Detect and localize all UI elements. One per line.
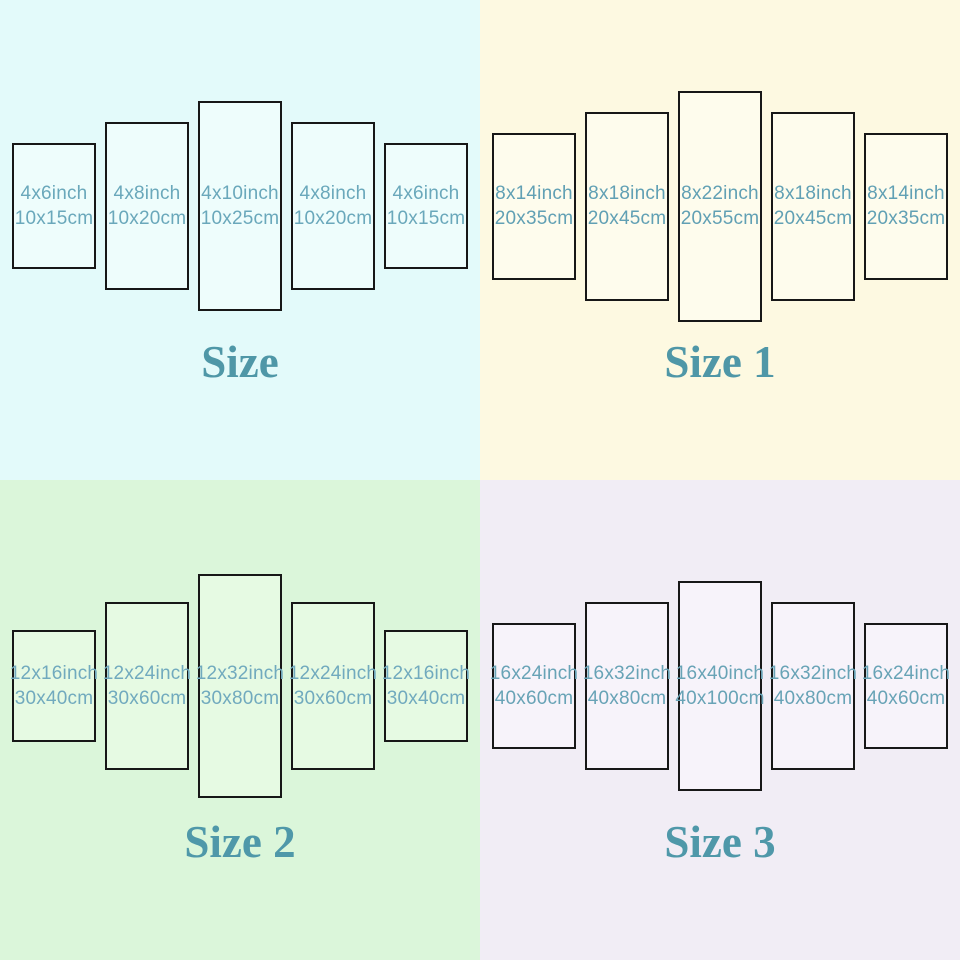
canvas-panel: 16x40inch 40x100cm [675, 581, 765, 791]
panel-inch-label: 4x8inch [113, 183, 181, 204]
canvas-panel: 8x14inch 20x35cm [864, 132, 948, 280]
panel-cm-label: 20x55cm [680, 208, 760, 229]
panel-cm-label: 30x60cm [293, 688, 373, 709]
panel-inch-label: 16x32inch [768, 663, 858, 684]
quadrant-title: Size 1 [664, 337, 776, 387]
size-chart-quadrant-2: 12x16inch 30x40cm 12x24inch 30x60cm 12x32inc… [0, 480, 480, 960]
panel-inch-label: 8x14inch [867, 183, 945, 204]
panel-inch-label: 16x24inch [489, 663, 579, 684]
panel-cm-label: 20x35cm [494, 208, 574, 229]
panel-inch-label: 4x6inch [20, 183, 88, 204]
panel-cm-label: 20x45cm [587, 208, 667, 229]
quadrant-title: Size 2 [184, 817, 296, 867]
panel-cm-label: 40x100cm [675, 688, 765, 709]
canvas-panel: 16x32inch 40x80cm [582, 602, 672, 770]
panel-inch-label: 4x6inch [392, 183, 460, 204]
panel-inch-label: 16x32inch [582, 663, 672, 684]
canvas-panel: 4x8inch 10x20cm [105, 122, 189, 290]
panel-inch-label: 12x24inch [288, 663, 378, 684]
panel-inch-label: 8x18inch [774, 183, 852, 204]
panel-cm-label: 30x60cm [107, 688, 187, 709]
panel-cm-label: 40x60cm [866, 688, 946, 709]
size-chart-quadrant-3: 16x24inch 40x60cm 16x32inch 40x80cm 16x40inc… [480, 480, 960, 960]
panel-cm-label: 10x20cm [107, 208, 187, 229]
size-chart-quadrant-base: 4x6inch 10x15cm 4x8inch 10x20cm 4x10inch 10x2… [0, 0, 480, 480]
canvas-panel: 12x24inch 30x60cm [102, 602, 192, 770]
panel-cm-label: 10x15cm [14, 208, 94, 229]
panel-inch-label: 4x10inch [201, 183, 279, 204]
panel-inch-label: 12x24inch [102, 663, 192, 684]
canvas-panel: 4x8inch 10x20cm [291, 122, 375, 290]
panel-inch-label: 8x22inch [681, 183, 759, 204]
canvas-panel: 16x32inch 40x80cm [768, 602, 858, 770]
canvas-panel: 12x32inch 30x80cm [195, 574, 285, 798]
panel-inch-label: 16x40inch [675, 663, 765, 684]
canvas-panel: 4x6inch 10x15cm [384, 143, 468, 269]
panels-row: 16x24inch 40x60cm 16x32inch 40x80cm 16x40inc… [480, 480, 960, 892]
canvas-panel: 16x24inch 40x60cm [489, 623, 579, 749]
panel-cm-label: 20x35cm [866, 208, 946, 229]
canvas-panel: 8x18inch 20x45cm [585, 111, 669, 301]
canvas-panel: 12x16inch 30x40cm [9, 630, 99, 742]
panels-row: 8x14inch 20x35cm 8x18inch 20x45cm 8x22inch 20… [480, 0, 960, 412]
panel-inch-label: 16x24inch [861, 663, 951, 684]
panels-row: 12x16inch 30x40cm 12x24inch 30x60cm 12x32inc… [0, 480, 480, 892]
panel-cm-label: 30x40cm [386, 688, 466, 709]
panel-cm-label: 30x80cm [200, 688, 280, 709]
panel-cm-label: 40x80cm [587, 688, 667, 709]
canvas-panel: 12x16inch 30x40cm [381, 630, 471, 742]
panel-inch-label: 12x16inch [9, 663, 99, 684]
panel-cm-label: 20x45cm [773, 208, 853, 229]
canvas-panel: 8x14inch 20x35cm [492, 132, 576, 280]
quadrant-title: Size 3 [664, 817, 776, 867]
canvas-panel: 8x18inch 20x45cm [771, 111, 855, 301]
panel-cm-label: 10x20cm [293, 208, 373, 229]
size-chart-quadrant-1: 8x14inch 20x35cm 8x18inch 20x45cm 8x22inch 20… [480, 0, 960, 480]
panel-inch-label: 4x8inch [299, 183, 367, 204]
panel-cm-label: 10x15cm [386, 208, 466, 229]
panel-cm-label: 40x80cm [773, 688, 853, 709]
panel-cm-label: 30x40cm [14, 688, 94, 709]
panels-row: 4x6inch 10x15cm 4x8inch 10x20cm 4x10inch 10x2… [0, 0, 480, 412]
panel-inch-label: 8x18inch [588, 183, 666, 204]
canvas-panel: 12x24inch 30x60cm [288, 602, 378, 770]
canvas-panel: 4x6inch 10x15cm [12, 143, 96, 269]
panel-cm-label: 10x25cm [200, 208, 280, 229]
canvas-panel: 16x24inch 40x60cm [861, 623, 951, 749]
panel-cm-label: 40x60cm [494, 688, 574, 709]
panel-inch-label: 8x14inch [495, 183, 573, 204]
canvas-panel: 8x22inch 20x55cm [678, 90, 762, 322]
canvas-panel: 4x10inch 10x25cm [198, 101, 282, 311]
quadrant-title: Size [201, 337, 279, 387]
panel-inch-label: 12x16inch [381, 663, 471, 684]
panel-inch-label: 12x32inch [195, 663, 285, 684]
